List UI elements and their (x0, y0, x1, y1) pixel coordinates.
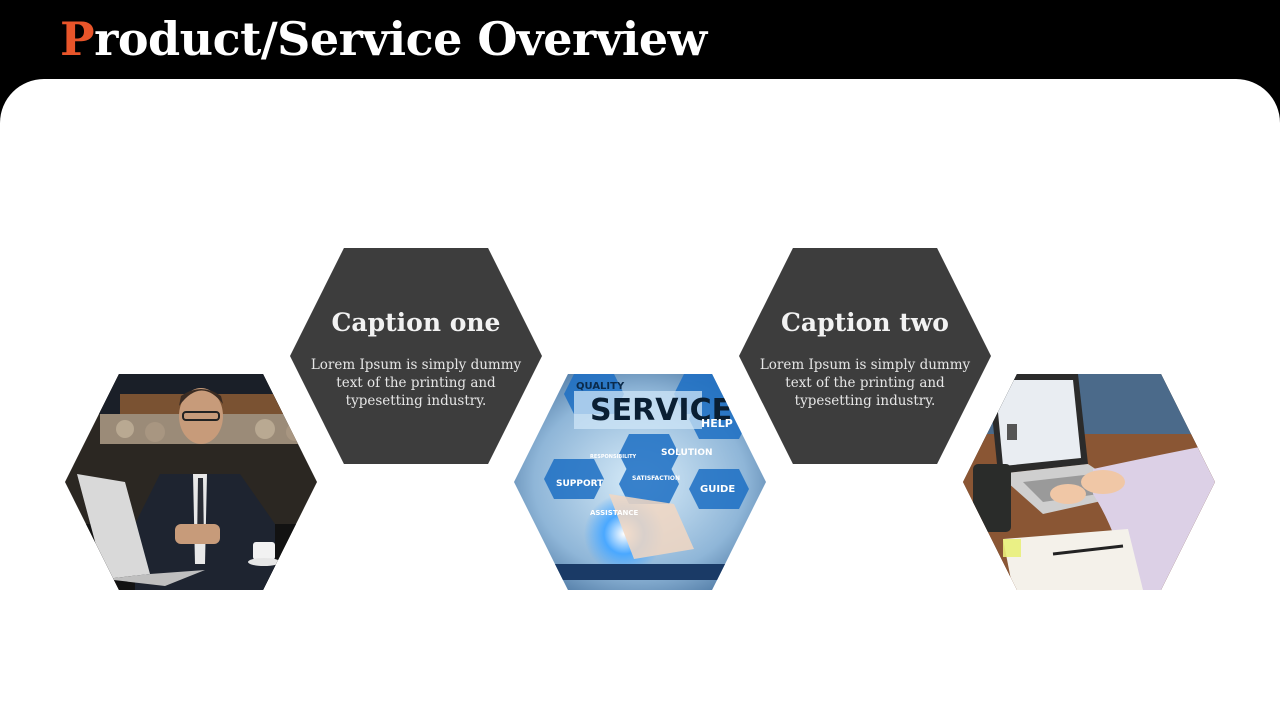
hex-photo-laptop-desk (963, 374, 1215, 590)
word-help: HELP (701, 417, 733, 430)
word-service: SERVICE (590, 393, 732, 428)
title-initial: P (60, 12, 95, 66)
word-satisfaction: SATISFACTION (632, 475, 680, 482)
caption-hex-one: Caption one Lorem Ipsum is simply dummy … (290, 248, 542, 464)
caption-hex-two: Caption two Lorem Ipsum is simply dummy … (739, 248, 991, 464)
hex-photo-service: QUALITY SERVICE HELP SOLUTION SUPPORT GU… (514, 374, 766, 590)
caption-one-title: Caption one (331, 308, 501, 337)
word-solution: SOLUTION (661, 448, 713, 458)
caption-two-body: Lorem Ipsum is simply dummy text of the … (759, 357, 971, 409)
page-title: Product/Service Overview (60, 10, 707, 68)
word-support: SUPPORT (556, 479, 604, 489)
word-responsibility: RESPONSIBILITY (590, 454, 637, 460)
hex-photo-businessman (65, 374, 317, 590)
caption-two-title: Caption two (781, 308, 949, 337)
title-rest: roduct/Service Overview (94, 12, 707, 66)
word-guide: GUIDE (700, 484, 735, 495)
caption-one-body: Lorem Ipsum is simply dummy text of the … (310, 357, 522, 409)
word-assistance: ASSISTANCE (590, 509, 638, 517)
word-quality: QUALITY (576, 381, 625, 392)
